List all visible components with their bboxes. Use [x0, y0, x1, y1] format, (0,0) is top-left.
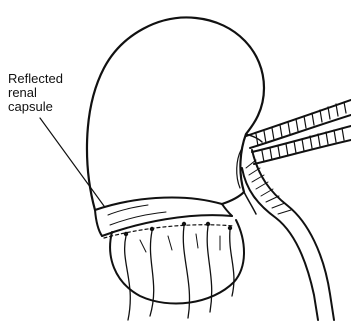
label-leader-line: [40, 118, 104, 206]
label-line-1: Reflected: [8, 72, 63, 86]
reflected-capsule: [95, 197, 232, 236]
kidney: [87, 17, 264, 214]
label-line-3: capsule: [8, 100, 63, 114]
renal-vessels: [246, 100, 351, 164]
figure-label: Reflected renal capsule: [8, 72, 63, 114]
label-line-2: renal: [8, 86, 63, 100]
ureter: [242, 150, 334, 320]
lower-pole: [104, 220, 244, 320]
